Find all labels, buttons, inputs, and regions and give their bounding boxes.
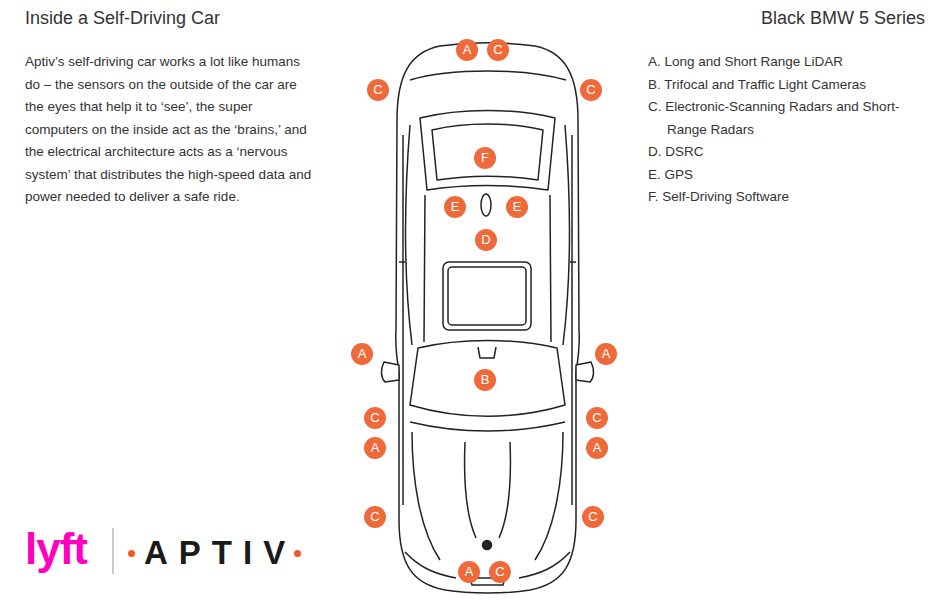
callout-circle: C [580, 79, 602, 101]
callout-letter: D [475, 229, 497, 251]
callout-letter: C [586, 407, 608, 429]
headlight-right [519, 552, 570, 578]
sensor-key-item: C. Electronic-Scanning Radars and Short-… [648, 96, 917, 141]
trunk-line [410, 71, 566, 80]
callout-letter: C [582, 506, 604, 528]
door-line-left [399, 261, 405, 263]
callout-circle: A [351, 343, 373, 365]
aptiv-logo: APTIV [128, 533, 301, 573]
aptiv-dot [128, 550, 135, 557]
callout-circle: D [475, 229, 497, 251]
callout-letter: A [586, 437, 608, 459]
hood-crease-left [465, 442, 476, 538]
callout-letter: A [456, 39, 478, 61]
callout-letter: F [474, 147, 496, 169]
side-mirror-right [576, 362, 594, 382]
callout-circle: C [364, 506, 386, 528]
rear-window [420, 111, 555, 191]
callout-letter: C [580, 79, 602, 101]
callout-circle: C [489, 561, 511, 583]
callout-circle: C [487, 39, 509, 61]
car-model: Black BMW 5 Series [761, 7, 925, 29]
callout-circle: F [474, 147, 496, 169]
cowl-line [410, 422, 565, 431]
callout-circle: E [444, 196, 466, 218]
roof-edge-left [424, 195, 425, 342]
side-window-left [406, 125, 412, 345]
callout-letter: C [364, 506, 386, 528]
sensor-key-item: D. DSRC [648, 141, 917, 164]
callout-letter: C [487, 39, 509, 61]
side-window-right [563, 125, 569, 345]
intro-paragraph: Aptiv’s self-driving car works a lot lik… [25, 51, 315, 209]
roof-edge-right [550, 195, 551, 342]
callout-letter: A [364, 437, 386, 459]
headlight-left [405, 552, 456, 578]
sensor-key-item: E. GPS [648, 164, 917, 187]
callout-circle: C [364, 407, 386, 429]
car-body [396, 43, 580, 593]
callout-circle: E [506, 196, 528, 218]
body-side-right [571, 135, 573, 505]
callout-letter: E [444, 196, 466, 218]
sensor-key-item: B. Trifocal and Traffic Light Cameras [648, 74, 917, 97]
callout-letter: B [474, 369, 496, 391]
callout-circle: A [364, 437, 386, 459]
callout-letter: A [458, 561, 480, 583]
logo-separator [113, 528, 114, 574]
rear-window-inner [432, 124, 543, 180]
hood-line-right [535, 432, 563, 560]
emblem [483, 541, 492, 550]
hood-line-left [412, 432, 440, 560]
aptiv-wordmark: APTIV [144, 533, 296, 573]
hood-crease-right [499, 442, 510, 538]
callout-circle: C [586, 407, 608, 429]
mirror-mount [478, 347, 496, 358]
lyft-logo: lyft [25, 527, 87, 571]
callout-circle: B [474, 369, 496, 391]
callout-circle: C [582, 506, 604, 528]
callout-letter: E [506, 196, 528, 218]
windshield [410, 341, 565, 417]
page-title: Inside a Self-Driving Car [25, 7, 220, 29]
body-side-left [402, 135, 404, 505]
callout-letter: C [367, 79, 389, 101]
callout-letter: A [595, 343, 617, 365]
callout-letter: A [351, 343, 373, 365]
callout-circle: A [456, 39, 478, 61]
sensor-key-item: F. Self-Driving Software [648, 186, 917, 209]
callout-circle: A [586, 437, 608, 459]
callout-letter: C [364, 407, 386, 429]
sunroof [443, 262, 531, 330]
sunroof-inner [448, 267, 526, 325]
side-mirror-left [381, 362, 399, 382]
sensor-key-item: A. Long and Short Range LiDAR [648, 51, 917, 74]
sensor-key-list: A. Long and Short Range LiDARB. Trifocal… [648, 51, 923, 209]
callout-circle: A [595, 343, 617, 365]
door-line-right [570, 261, 576, 263]
callout-circle: A [458, 561, 480, 583]
callout-letter: C [489, 561, 511, 583]
callout-circle: C [367, 79, 389, 101]
shark-fin-antenna [481, 194, 491, 216]
